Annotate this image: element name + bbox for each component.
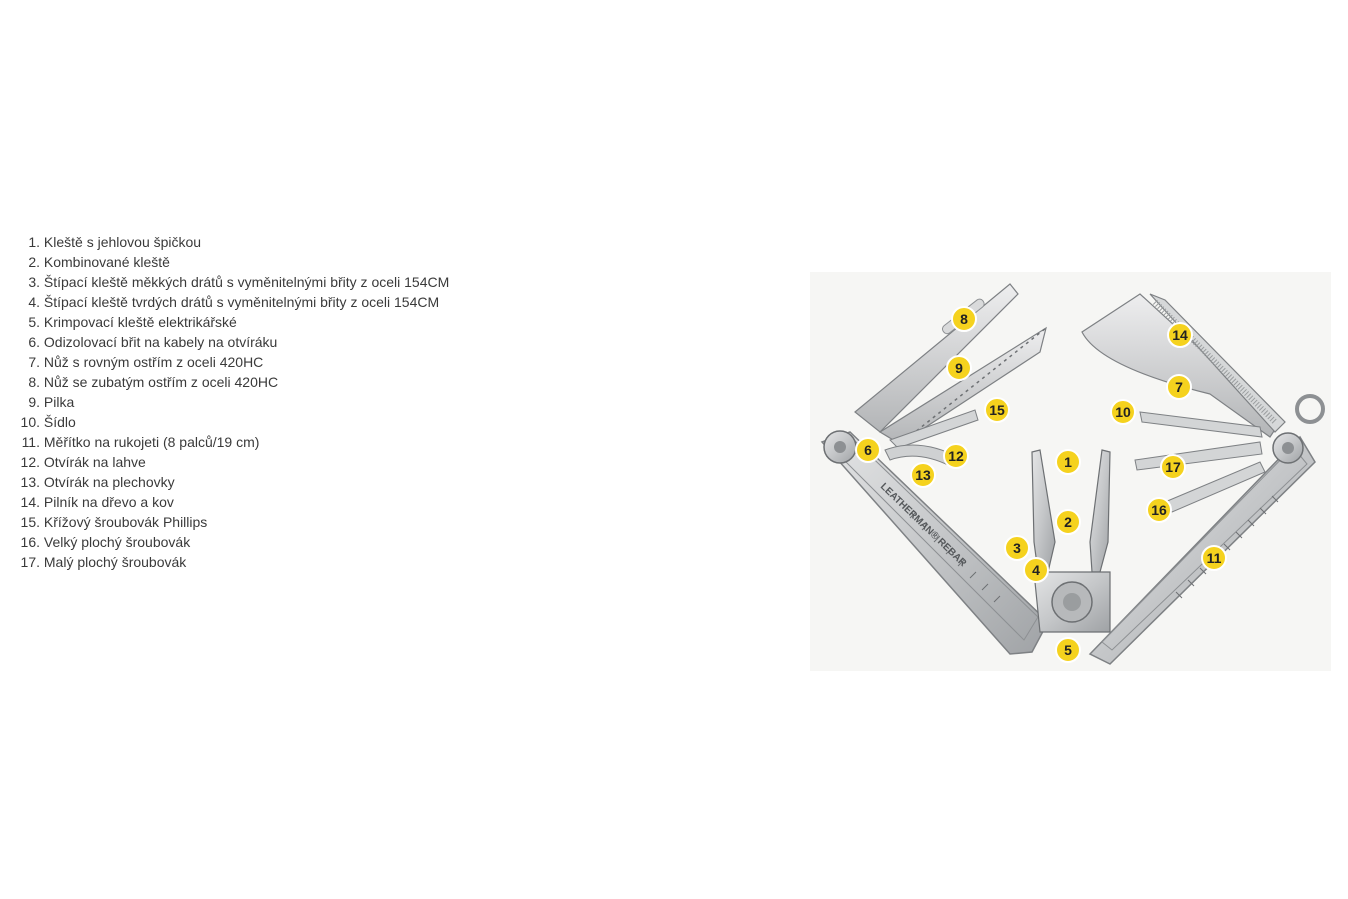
- list-item: 7. Nůž s rovným ostřím z oceli 420HC: [28, 354, 264, 370]
- svg-text:12: 12: [948, 448, 964, 464]
- svg-text:7: 7: [1175, 379, 1183, 395]
- svg-text:13: 13: [915, 467, 931, 483]
- svg-text:4: 4: [1032, 562, 1040, 578]
- list-item: 6. Odizolovací břit na kabely na otvírák…: [28, 334, 278, 350]
- callout-badges: 1 2 3 4 5 6 7 8 9 10 11 12 13 14 15 16 1…: [855, 306, 1227, 663]
- badge-4: 4: [1023, 557, 1049, 583]
- list-item: 14. Pilník na dřevo a kov: [20, 494, 174, 510]
- badge-16: 16: [1146, 497, 1172, 523]
- badge-2: 2: [1055, 509, 1081, 535]
- list-item: 16. Velký plochý šroubovák: [20, 534, 191, 550]
- list-item: 4. Štípací kleště tvrdých drátů s vyměni…: [28, 294, 440, 310]
- list-item: 8. Nůž se zubatým ostřím z oceli 420HC: [28, 374, 279, 390]
- badge-1: 1: [1055, 449, 1081, 475]
- tool-list: 1. Kleště s jehlovou špičkou 2. Kombinov…: [14, 232, 450, 572]
- badge-7: 7: [1166, 374, 1192, 400]
- list-item: 11. Měřítko na rukojeti (8 palců/19 cm): [21, 434, 260, 450]
- left-blades: [823, 283, 1047, 467]
- right-handle: [1088, 394, 1325, 665]
- badge-11: 11: [1201, 545, 1227, 571]
- svg-text:6: 6: [864, 442, 872, 458]
- list-item: 1. Kleště s jehlovou špičkou: [28, 234, 202, 250]
- svg-text:10: 10: [1115, 404, 1131, 420]
- badge-17: 17: [1160, 454, 1186, 480]
- svg-text:14: 14: [1172, 327, 1188, 343]
- list-item: 2. Kombinované kleště: [28, 254, 170, 270]
- list-item: 12. Otvírák na lahve: [20, 454, 146, 470]
- list-item: 3. Štípací kleště měkkých drátů s vyměni…: [28, 274, 450, 290]
- badge-10: 10: [1110, 399, 1136, 425]
- svg-text:2: 2: [1064, 514, 1072, 530]
- svg-text:8: 8: [960, 311, 968, 327]
- badge-6: 6: [855, 437, 881, 463]
- svg-text:16: 16: [1151, 502, 1167, 518]
- badge-8: 8: [951, 306, 977, 332]
- svg-text:3: 3: [1013, 540, 1021, 556]
- list-item: 13. Otvírák na plechovky: [20, 474, 175, 490]
- badge-14: 14: [1167, 322, 1193, 348]
- badge-9: 9: [946, 355, 972, 381]
- list-item: 9. Pilka: [28, 394, 75, 410]
- svg-text:9: 9: [955, 360, 963, 376]
- list-item: 17. Malý plochý šroubovák: [20, 554, 187, 570]
- multitool-drawing: LEATHERMAN® REBAR: [820, 283, 1325, 665]
- badge-3: 3: [1004, 535, 1030, 561]
- svg-text:17: 17: [1165, 459, 1181, 475]
- multitool-illustration: LEATHERMAN® REBAR: [810, 272, 1331, 671]
- badge-13: 13: [910, 462, 936, 488]
- svg-text:11: 11: [1207, 550, 1222, 566]
- list-item: 10. Šídlo: [20, 414, 76, 430]
- badge-15: 15: [984, 397, 1010, 423]
- list-item: 15. Křížový šroubovák Phillips: [20, 514, 208, 530]
- svg-text:1: 1: [1064, 454, 1072, 470]
- pliers: [1031, 449, 1111, 633]
- svg-text:5: 5: [1064, 642, 1072, 658]
- badge-12: 12: [943, 443, 969, 469]
- svg-text:15: 15: [989, 402, 1005, 418]
- list-item: 5. Krimpovací kleště elektrikářské: [28, 314, 237, 330]
- badge-5: 5: [1055, 637, 1081, 663]
